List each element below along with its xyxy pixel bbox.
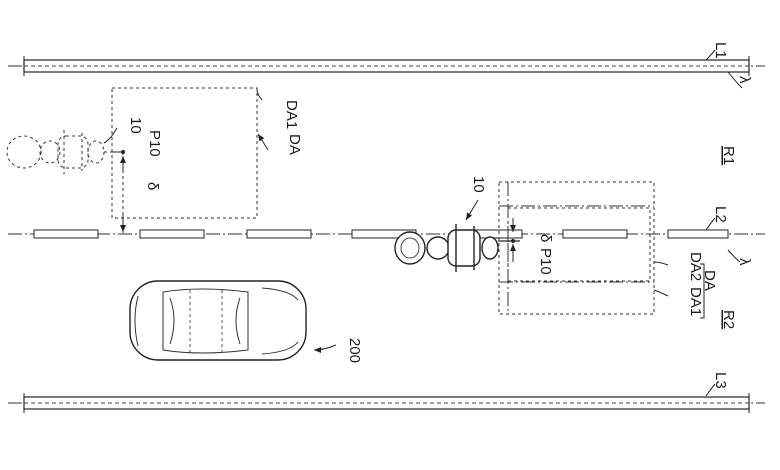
label-lambda-l2: λ: [736, 258, 753, 266]
label-upper-ref: 10: [127, 117, 144, 134]
label-l1: L1: [712, 42, 729, 59]
label-upper-delta: δ: [144, 182, 161, 190]
label-lower-ref: 10: [470, 176, 487, 193]
lower-da1-leader: [653, 289, 669, 297]
lower-motorcycle: [394, 224, 520, 272]
label-l3: L3: [712, 372, 729, 389]
label-upper-da1: DA1: [283, 100, 300, 129]
upper-ref-leader: [103, 127, 118, 144]
lane-line-l3: [8, 393, 765, 413]
l1-lambda-leader: [727, 71, 743, 89]
l1-leader: [705, 49, 716, 61]
car-200: [129, 280, 307, 361]
lower-da2-leader: [653, 261, 669, 266]
l3-leader: [705, 383, 716, 397]
upper-da-arrow: [257, 133, 269, 151]
lower-ref-arrow: [465, 199, 479, 221]
upper-da1-leader: [256, 89, 263, 101]
label-car-ref: 200: [346, 338, 363, 363]
lower-area-da1: [498, 181, 655, 315]
label-lower-delta: δ: [537, 234, 554, 242]
label-r1: R1: [720, 146, 737, 165]
l2-lambda-leader: [727, 249, 741, 263]
label-upper-da: DA: [286, 134, 303, 155]
label-r2: R2: [720, 310, 737, 329]
l2-leader: [705, 217, 716, 231]
lower-da-bracket: [700, 263, 705, 319]
label-lower-da1: DA1: [687, 287, 704, 316]
lane-line-l1: [8, 56, 765, 76]
upper-area-da1: [111, 87, 258, 219]
upper-motorcycle: [6, 130, 116, 174]
label-lower-p10: P10: [537, 248, 554, 275]
label-lambda-l1: λ: [736, 76, 753, 84]
label-l2: L2: [712, 206, 729, 223]
label-upper-p10: P10: [146, 130, 163, 157]
car-ref-arrow: [313, 344, 337, 353]
lower-area-da2: [507, 207, 651, 282]
lower-offset-marker: [510, 218, 516, 262]
upper-offset-marker: [112, 150, 126, 234]
label-lower-da: DA: [701, 270, 718, 291]
lane-line-l2: [8, 229, 765, 239]
label-lower-da2: DA2: [687, 252, 704, 281]
